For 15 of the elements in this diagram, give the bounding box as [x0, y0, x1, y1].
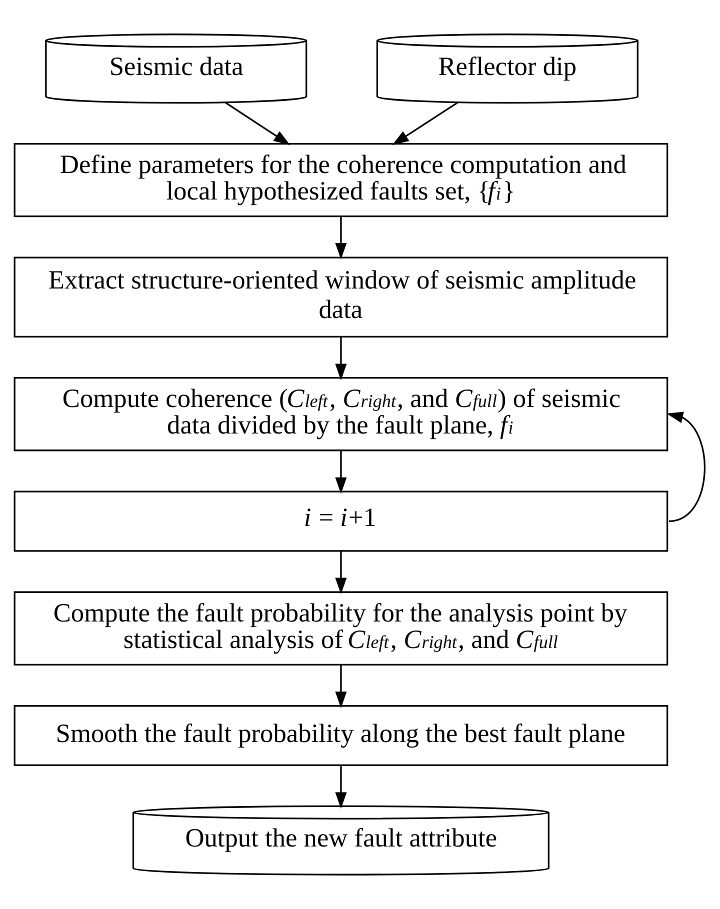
arrow: [392, 102, 458, 146]
node-box: Define parameters for the coherence computation and local hypothesized faults set, {fi}: [14, 142, 668, 218]
arrow: [335, 450, 347, 494]
node-box: Compute the fault probability for the analysis point by statistical analysis of Cleft, Cright, and Cfull: [14, 591, 668, 666]
node-box: Extract structure-oriented window of seismic amplitude data: [14, 256, 668, 338]
arrow: [335, 665, 347, 708]
node-box: Compute coherence (Cleft, Cright, and Cfull) of seismic data divided by the fault plane, fi: [14, 377, 668, 452]
node-box: i = i+1: [14, 490, 668, 552]
arrow: [225, 102, 290, 146]
arrow: [335, 765, 347, 809]
arrow: [335, 216, 347, 260]
arrow: [335, 337, 347, 380]
arrow: [335, 551, 347, 594]
arrow: [666, 412, 706, 522]
node-box: Smooth the fault probability along the best fault plane: [14, 705, 668, 766]
